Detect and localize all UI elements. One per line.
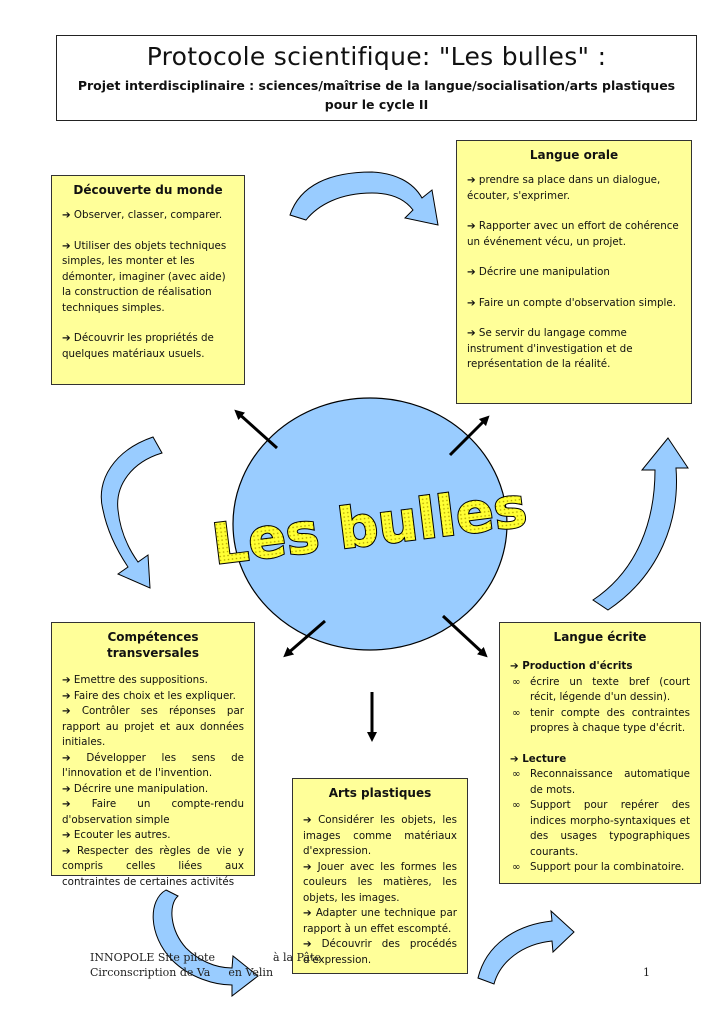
list-item: ∞Support pour repérer des indices morpho… bbox=[512, 799, 690, 858]
page-number: 1 bbox=[643, 966, 650, 979]
list-item: ➔ Faire un compte d'observation simple. bbox=[467, 296, 676, 309]
box-title: Compétences transversales bbox=[107, 630, 199, 660]
page-title: Protocole scientifique: "Les bulles" : bbox=[146, 42, 607, 71]
list-item: ➔ Jouer avec les formes les couleurs les… bbox=[303, 860, 457, 904]
list-item: ➔ Emettre des suppositions. bbox=[62, 674, 208, 686]
list-item: ➔ Contrôler ses réponses par rapport au … bbox=[62, 705, 244, 748]
list-item: ➔ Adapter une technique par rapport à un… bbox=[303, 907, 457, 935]
list-item: ∞écrire un texte bref (court récit, lége… bbox=[512, 675, 690, 704]
center-circle bbox=[232, 397, 508, 651]
list-item: ➔ Découvrir des procédés d'expression. bbox=[303, 938, 458, 966]
box-langue-ecrite: Langue écrite ➔ Production d'écrits ∞écr… bbox=[499, 622, 701, 884]
arrow-up-right bbox=[448, 415, 490, 457]
curved-arrow-right bbox=[592, 437, 689, 611]
list-item: ➔ Utiliser des objets techniques simples… bbox=[62, 239, 227, 314]
curved-arrow-bottom-left bbox=[152, 889, 259, 998]
list-item: ➔ Rapporter avec un effort de cohérence … bbox=[467, 220, 679, 248]
list-item: ➔ prendre sa place dans un dialogue, éco… bbox=[467, 174, 661, 202]
list-item: ∞tenir compte des contraintes propres à … bbox=[512, 706, 690, 735]
list-item: ➔ Découvrir les propriétés de quelques m… bbox=[62, 332, 214, 360]
header-box: Protocole scientifique: "Les bulles" : P… bbox=[56, 35, 697, 121]
arrow-down-left bbox=[283, 619, 326, 658]
list-item: ➔ Développer les sens de l'innovation et… bbox=[62, 751, 244, 780]
curved-arrow-bottom-right bbox=[477, 909, 575, 985]
page-subtitle: Projet interdisciplinaire : sciences/maî… bbox=[77, 78, 676, 112]
arrow-down-right bbox=[441, 614, 488, 658]
box-competences-transversales: Compétences transversales ➔ Emettre des … bbox=[51, 622, 255, 888]
list-item: ∞Support pour la combinatoire. bbox=[512, 861, 685, 873]
arrow-up-left bbox=[234, 409, 279, 450]
section-title: ➔ Production d'écrits bbox=[510, 660, 633, 672]
list-item: ➔ Observer, classer, comparer. bbox=[62, 209, 223, 221]
box-langue-orale: Langue orale ➔ prendre sa place dans un … bbox=[456, 140, 692, 404]
box-title: Langue orale bbox=[529, 148, 619, 162]
section-title: ➔ Lecture bbox=[510, 752, 567, 765]
box-arts-plastiques: Arts plastiques ➔ Considérer les objets,… bbox=[292, 778, 468, 974]
list-item: ➔ Se servir du langage comme instrument … bbox=[467, 327, 633, 370]
list-item: ➔ Considérer les objets, les images comm… bbox=[303, 814, 457, 857]
list-item: ∞Reconnaissance automatique de mots. bbox=[512, 768, 690, 796]
list-item: ➔ Faire un compte-rendu d'observation si… bbox=[62, 798, 244, 826]
list-item: ➔ Ecouter les autres. bbox=[62, 829, 171, 841]
box-title: Découverte du monde bbox=[73, 183, 223, 197]
curved-arrow-top bbox=[289, 171, 439, 226]
curved-arrow-left bbox=[100, 436, 163, 589]
box-decouverte-du-monde: Découverte du monde ➔ Observer, classer,… bbox=[51, 175, 245, 385]
list-item: ➔ Respecter des règles de vie y compris … bbox=[62, 844, 245, 888]
list-item: ➔ Faire des choix et les expliquer. bbox=[62, 689, 236, 702]
list-item: ➔ Décrire une manipulation. bbox=[62, 782, 209, 795]
box-title: Arts plastiques bbox=[328, 786, 432, 800]
list-item: ➔ Décrire une manipulation bbox=[467, 266, 610, 278]
box-title: Langue écrite bbox=[553, 630, 647, 644]
